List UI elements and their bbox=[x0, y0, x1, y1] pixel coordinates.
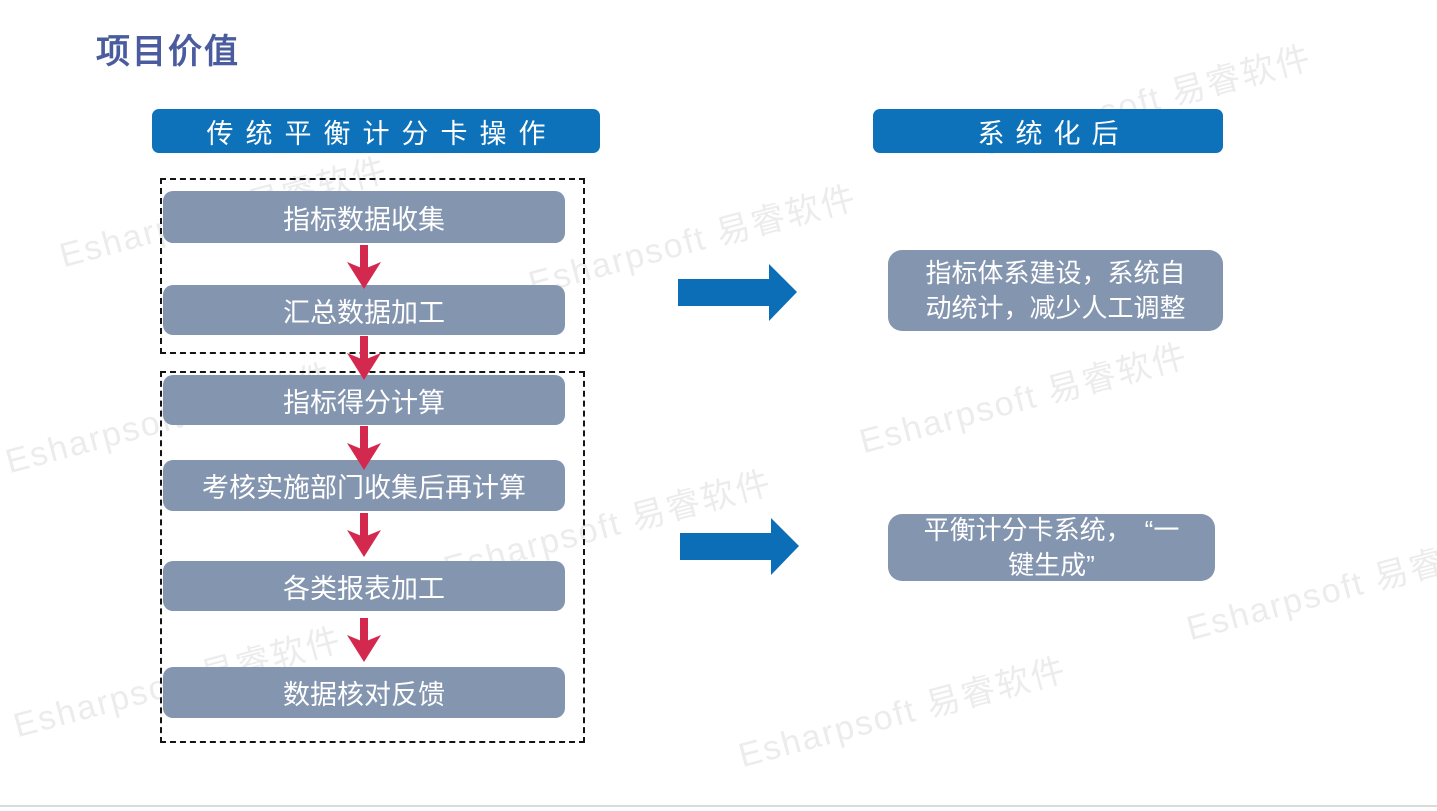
flow-step: 考核实施部门收集后再计算 bbox=[163, 460, 565, 511]
watermark: Esharpsoft 易睿软件 bbox=[855, 336, 1192, 462]
flow-step: 汇总数据加工 bbox=[163, 285, 565, 335]
flow-step: 指标得分计算 bbox=[163, 375, 565, 425]
flow-step: 各类报表加工 bbox=[163, 561, 565, 611]
flow-step: 数据核对反馈 bbox=[163, 667, 565, 718]
benefit-box: 平衡计分卡系统， “一 键生成” bbox=[888, 514, 1215, 581]
right-column-header: 系统化后 bbox=[873, 109, 1223, 153]
page-title: 项目价值 bbox=[96, 33, 240, 71]
watermark: Esharpsoft 易睿软件 bbox=[1182, 523, 1437, 649]
benefit-box: 指标体系建设，系统自 动统计，减少人工调整 bbox=[888, 250, 1223, 331]
arrow-down-icon bbox=[347, 513, 381, 557]
arrow-right-icon bbox=[680, 518, 799, 575]
arrow-down-icon bbox=[347, 618, 381, 662]
watermark: Esharpsoft 易睿软件 bbox=[734, 650, 1071, 776]
dashed-group-data-collection bbox=[160, 178, 585, 354]
dashed-group-calculation bbox=[160, 371, 585, 743]
arrow-down-icon bbox=[347, 245, 381, 289]
arrow-down-icon bbox=[347, 426, 381, 470]
arrow-down-icon bbox=[347, 336, 381, 380]
left-column-header: 传统平衡计分卡操作 bbox=[152, 109, 600, 153]
footer-divider bbox=[0, 805, 1437, 807]
arrow-right-icon bbox=[678, 264, 797, 321]
flow-step: 指标数据收集 bbox=[163, 191, 565, 243]
